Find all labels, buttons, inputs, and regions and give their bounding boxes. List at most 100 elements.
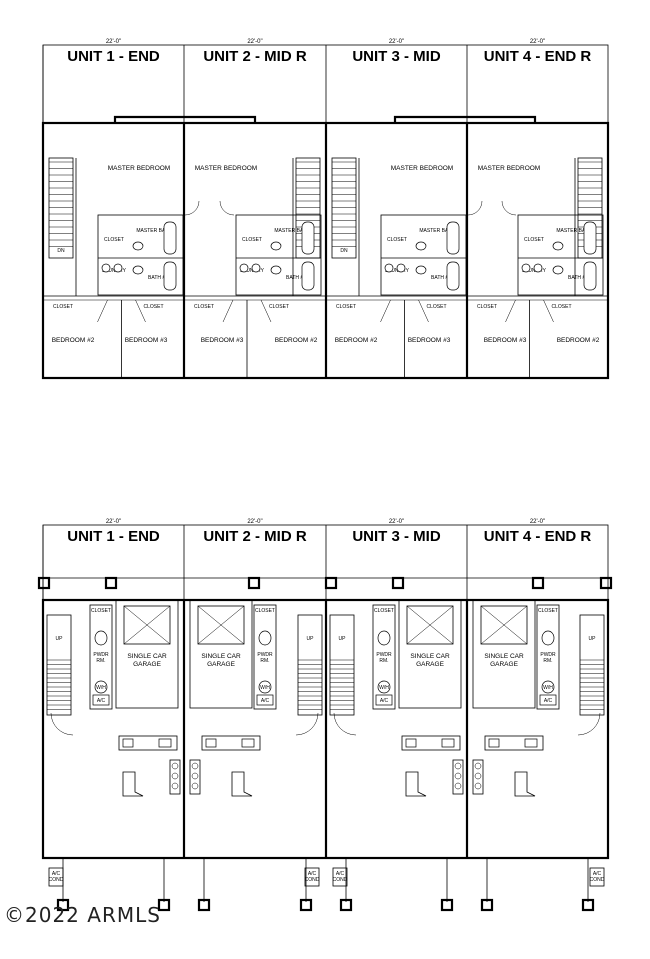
bay-projection (113, 115, 537, 123)
porch-column (37, 576, 51, 590)
bathtub-fixture (583, 221, 597, 255)
garage-x (406, 605, 454, 645)
garage (115, 599, 179, 709)
porch-column (391, 576, 405, 590)
stair (297, 614, 323, 716)
unit-dimension: 22'-0" (530, 519, 545, 525)
kitchen-counter (484, 735, 544, 751)
bedroom3-label: BEDROOM #3 (484, 337, 527, 344)
closet-label: CLOSET (374, 608, 394, 614)
burner (454, 772, 462, 780)
master-bedroom-label: MASTER BEDROOM (391, 165, 453, 172)
patio-column (339, 898, 353, 912)
porch-column (599, 576, 613, 590)
laundry-label: LAUNDRY (385, 268, 409, 274)
garage-label-1: SINGLE CAR (410, 653, 450, 660)
stair-up-label: UP (56, 636, 64, 642)
garage-label-1: SINGLE CAR (127, 653, 167, 660)
stair (331, 157, 357, 259)
pwdr-label-1: PWDR (257, 652, 273, 658)
water-heater (541, 680, 555, 694)
unit-dimension: 22'-0" (247, 39, 262, 45)
fridge (189, 759, 201, 795)
unit-title: UNIT 1 - END (67, 528, 160, 545)
range (524, 738, 538, 748)
patio-column (440, 898, 454, 912)
watermark: ©2022 ARMLS (4, 903, 161, 927)
bedroom-doors (97, 299, 146, 323)
ac-label: A/C (261, 698, 270, 704)
pwdr-label-1: PWDR (93, 652, 109, 658)
stair-up-label: UP (589, 636, 597, 642)
laundry-label: LAUNDRY (240, 268, 264, 274)
wh-label: W/H (96, 685, 106, 691)
closet-label: CLOSET (104, 237, 124, 243)
patio-column (480, 898, 494, 912)
closet-label: CLOSET (53, 304, 73, 310)
stair-up-label: UP (307, 636, 315, 642)
master-bedroom-label: MASTER BEDROOM (108, 165, 170, 172)
burner (474, 782, 482, 790)
kitchen-counter (201, 735, 261, 751)
fridge (452, 759, 464, 795)
garage-label-2: GARAGE (490, 661, 518, 668)
kitchen-island (122, 771, 144, 797)
kitchen-counter (401, 735, 461, 751)
toilet-fixture (270, 265, 282, 275)
closet-label: CLOSET (538, 608, 558, 614)
ac-condenser-box (48, 867, 64, 887)
ac-cond-label-1: A/C (52, 871, 61, 877)
water-heater (94, 680, 108, 694)
pwdr-label-1: PWDR (376, 652, 392, 658)
entry-door-swing (50, 712, 74, 736)
patio-column (581, 898, 595, 912)
garage-x (480, 605, 528, 645)
range (441, 738, 455, 748)
utility-column (253, 604, 277, 710)
bathtub-fixture (583, 261, 597, 291)
unit-dimension: 22'-0" (247, 519, 262, 525)
closet-label: CLOSET (477, 304, 497, 310)
unit-dimension: 22'-0" (106, 519, 121, 525)
pwdr-label-2: RM. (379, 658, 388, 664)
fridge (169, 759, 181, 795)
ac-cond-label-1: A/C (308, 871, 317, 877)
unit-title: UNIT 1 - END (67, 48, 160, 65)
garage (189, 599, 253, 709)
washer-fixture (101, 263, 111, 273)
door-swing (184, 200, 200, 216)
garage (472, 599, 536, 709)
toilet-fixture (541, 630, 555, 646)
unit-dimension: 22'-0" (389, 519, 404, 525)
toilet-fixture (258, 630, 272, 646)
ac-unit (375, 694, 393, 706)
burner (171, 782, 179, 790)
bath2-label: BATH #2 (568, 275, 588, 281)
washer-fixture (521, 263, 531, 273)
dryer-fixture (533, 263, 543, 273)
unit-title: UNIT 2 - MID R (203, 48, 306, 65)
master-bath-label: MASTER BATH (556, 228, 592, 234)
water-heater (258, 680, 272, 694)
toilet-fixture (377, 630, 391, 646)
unit-4-lower: 22'-0"UNIT 4 - END R (466, 519, 591, 600)
ac-unit (92, 694, 110, 706)
ac-cond-label-1: A/C (593, 871, 602, 877)
porch-column (531, 576, 545, 590)
ac-cond-label-2: COND (305, 877, 320, 883)
ac-cond-label-2: COND (333, 877, 348, 883)
bath2-label: BATH #2 (148, 275, 168, 281)
utility-column (372, 604, 396, 710)
bedroom3-label: BEDROOM #3 (125, 337, 168, 344)
range (241, 738, 255, 748)
ac-unit (539, 694, 557, 706)
stair-dn-label: DN (57, 248, 65, 254)
porch-column (247, 576, 261, 590)
